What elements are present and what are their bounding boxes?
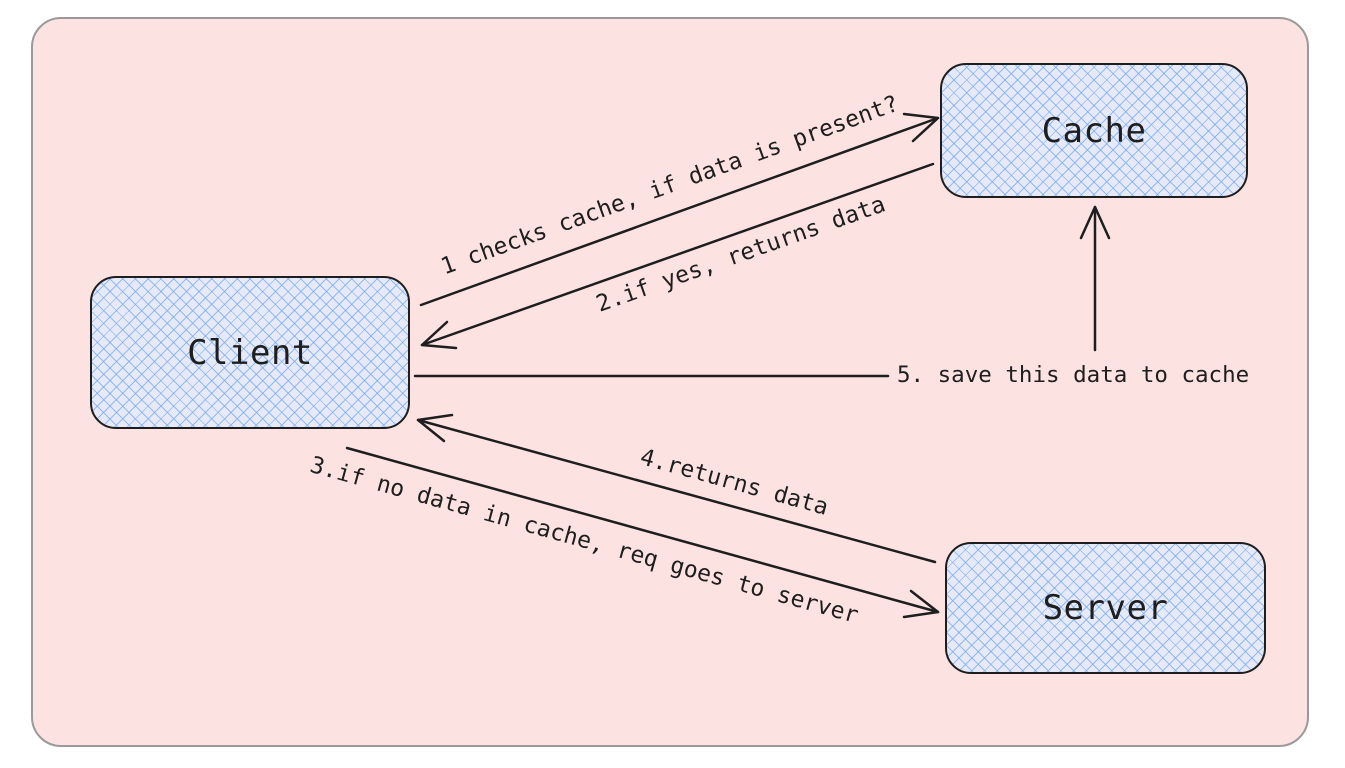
server-label: Server	[1042, 588, 1169, 628]
edge-server-returns	[416, 413, 937, 564]
server-node: Server	[945, 542, 1266, 674]
arrowhead-icon	[902, 589, 940, 619]
client-label: Client	[187, 332, 313, 373]
edge-label-save-to-cache: 5. save this data to cache	[897, 362, 1250, 388]
edge-check-cache	[419, 112, 940, 307]
edge-cache-hit	[420, 162, 935, 350]
cache-node: Cache	[940, 63, 1248, 198]
client-node: Client	[90, 276, 410, 429]
cache-label: Cache	[1041, 110, 1147, 151]
arrowhead-icon	[902, 112, 940, 143]
edge-to-server	[345, 446, 940, 619]
edge-save-to-cache	[413, 205, 1111, 378]
arrowhead-icon	[416, 413, 454, 443]
arrowhead-icon	[420, 320, 458, 350]
arrowhead-icon	[1079, 205, 1111, 240]
